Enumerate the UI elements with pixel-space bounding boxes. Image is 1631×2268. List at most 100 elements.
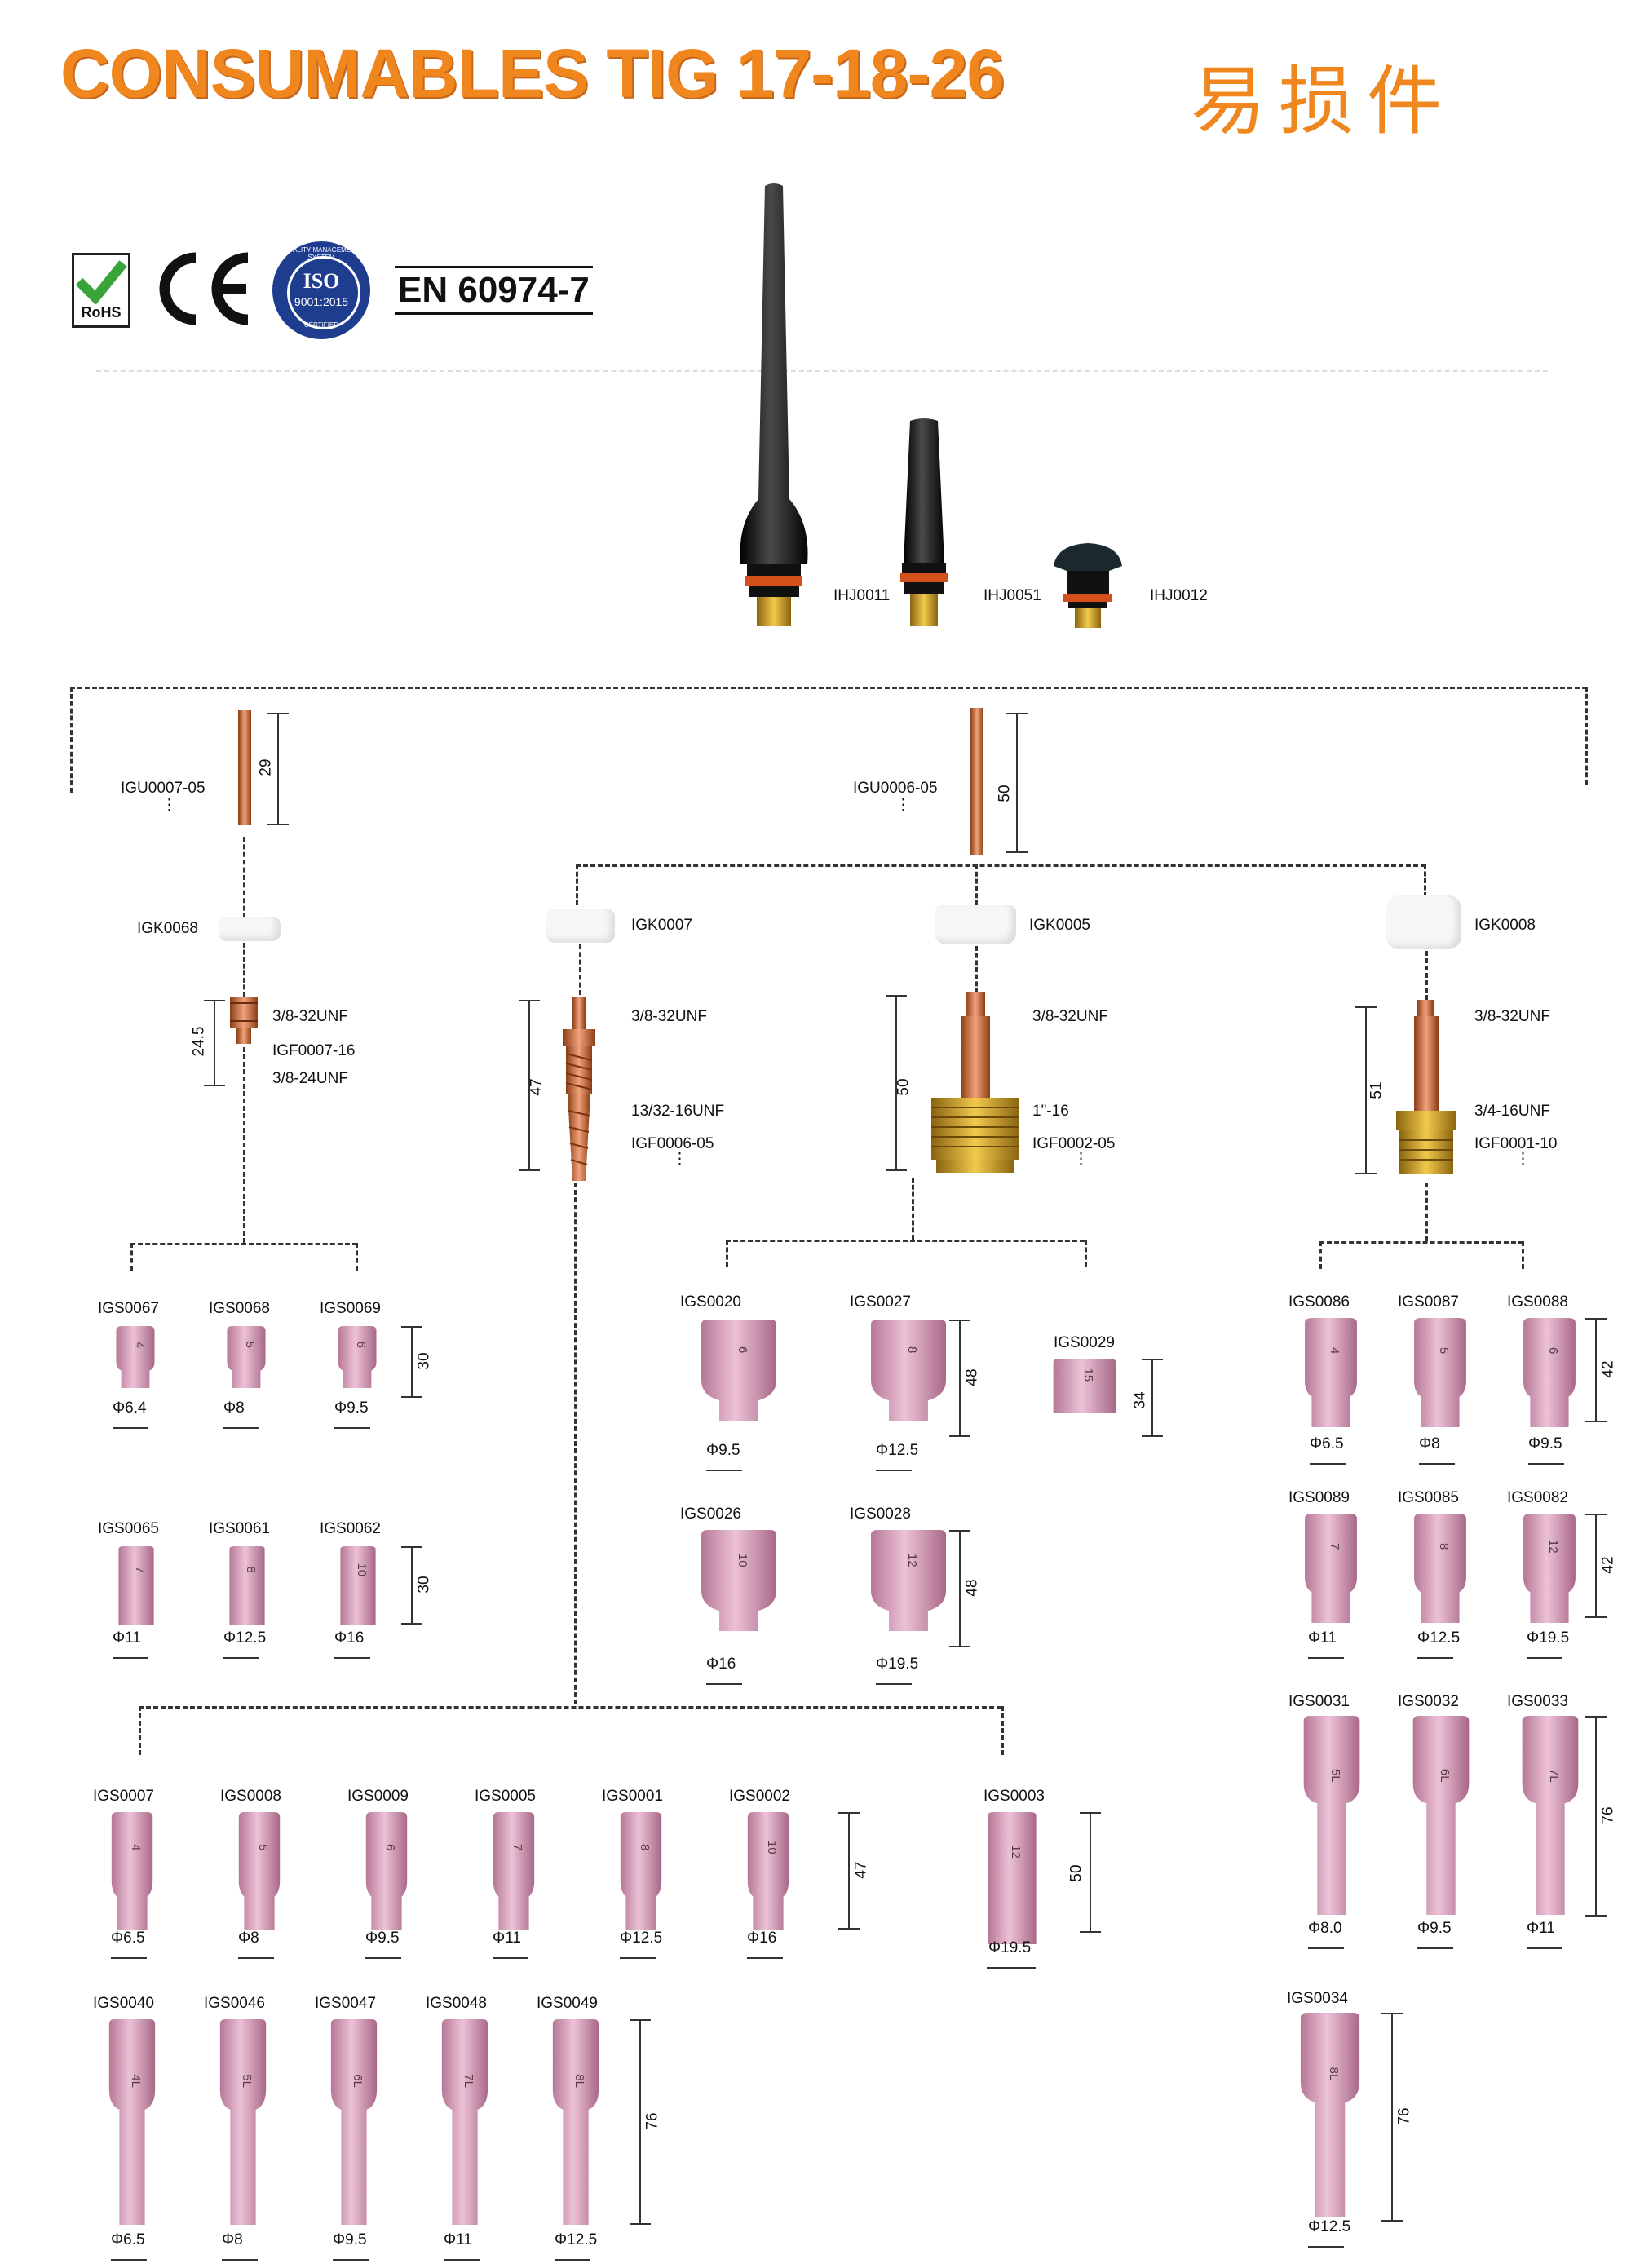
nozzle-size-mark: 4 [129,1844,143,1850]
nozzle-diameter: Φ6.5 [111,1930,145,1947]
dimension-ruler [630,2019,651,2225]
nozzle-size-mark: 5L [240,2074,254,2088]
tree-line [975,864,978,905]
nozzle-code: IGS0088 [1507,1293,1568,1311]
nozzle-shape: 4 [1305,1318,1357,1427]
dimension-ruler [1585,1514,1607,1618]
dimension-ruler [1585,1318,1607,1422]
collet-body [563,997,595,1181]
nozzle-code: IGS0034 [1287,1990,1348,2007]
diameter-marker [876,1470,912,1471]
nozzle-size-mark: 7 [133,1567,147,1573]
nozzle-diameter: Φ12.5 [620,1930,663,1947]
nozzle-diameter: Φ6.4 [113,1399,147,1417]
insulator-code: IGK0005 [1029,917,1090,934]
dimension-ruler [204,1000,225,1086]
nozzle-length: 30 [415,1352,433,1370]
nozzle-size-mark: 5 [243,1342,257,1348]
nozzle-diameter: Φ8 [238,1930,259,1947]
tree-line [576,864,1425,867]
nozzle-code: IGS0068 [209,1300,270,1317]
page-title-cn: 易损件 [1191,58,1456,145]
nozzle-shape: 5 [227,1326,266,1388]
body-code: IGF0002-05 [1032,1135,1116,1152]
nozzle-size-mark: 7L [1547,1769,1561,1783]
iso-seal: QUALITY MANAGEMENT SYSTEM ISO 9001:2015 … [272,241,370,339]
nozzle-diameter: Φ12.5 [223,1629,267,1647]
nozzle-length: 42 [1599,1360,1617,1378]
nozzle-code: IGS0069 [320,1300,381,1317]
nozzle-shape: 6 [365,1812,408,1930]
insulator [219,917,281,941]
nozzle-diameter: Φ11 [444,2231,472,2248]
diameter-marker [444,2259,480,2261]
diameter-marker [113,1427,148,1429]
dimension-ruler [1355,1006,1377,1174]
diameter-marker [747,1957,783,1959]
nozzle: 10 [701,1530,776,1631]
nozzle-diameter: Φ9.5 [706,1442,740,1459]
collet-short [238,710,251,825]
nozzle-shape: 12 [1523,1514,1576,1623]
nozzle-code: IGS0027 [850,1293,911,1311]
insulator [1386,895,1461,949]
more-indicator: ⋮ [895,797,911,814]
nozzle-size-mark: 6L [351,2074,365,2088]
dimension-ruler [401,1546,422,1625]
nozzle-diameter: Φ9.5 [1417,1920,1452,1937]
nozzle-shape: 7 [1305,1514,1357,1623]
more-indicator: ⋮ [1515,1151,1531,1168]
rohs-logo: RoHS [72,253,130,328]
thread-top: 3/8-32UNF [631,1008,707,1025]
tree-line [1585,687,1588,785]
nozzle-code: IGS0049 [537,1995,598,2012]
nozzle: 5 [235,1812,284,1930]
nozzle-shape: 12 [988,1812,1037,1944]
insulator-code: IGK0008 [1474,917,1536,934]
nozzle: 12 [1518,1514,1580,1623]
diameter-marker [1528,1463,1564,1465]
nozzle-shape: 10 [747,1812,789,1930]
nozzle-length: 30 [415,1576,433,1594]
nozzle: 8 [225,1546,269,1625]
nozzle-shape: 6 [1523,1318,1576,1427]
nozzle-shape: 7 [493,1812,535,1930]
dimension-ruler [1006,713,1028,853]
nozzle: 8 [871,1320,946,1421]
collet-code: IGU0007-05 [121,780,206,797]
iso-text: ISO [303,269,340,293]
nozzle-shape: 6 [701,1320,776,1421]
nozzle: 4 [113,1326,158,1388]
nozzle-size-mark: 5 [256,1844,270,1850]
collet-long [970,708,983,855]
nozzle-code: IGS0031 [1288,1693,1350,1710]
nozzle-diameter: Φ16 [334,1629,365,1647]
nozzle-size-mark: 10 [765,1841,779,1855]
tree-line [1319,1241,1523,1244]
nozzle: 6 [701,1320,776,1421]
nozzle-code: IGS0048 [426,1995,487,2012]
nozzle: 6 [1518,1318,1580,1427]
nozzle-code: IGS0028 [850,1505,911,1523]
standard-label: EN 60974-7 [395,266,593,315]
nozzle: 4 [108,1812,157,1930]
insulator-code: IGK0068 [137,920,198,937]
nozzle-code: IGS0007 [93,1788,154,1805]
diameter-marker [706,1683,742,1685]
nozzle-code: IGS0020 [680,1293,741,1311]
nozzle: 8 [617,1812,665,1930]
thread-bottom: 13/32-16UNF [631,1103,725,1120]
nozzle-size-mark: 8 [244,1567,258,1573]
nozzle-length: 76 [1599,1806,1617,1824]
nozzle-size-mark: 8L [1327,2067,1341,2081]
collet-length: 50 [996,785,1014,802]
tree-line [574,1183,577,1704]
nozzle-shape: 15 [1053,1359,1116,1413]
tree-line [139,1706,1001,1709]
nozzle-diameter: Φ19.5 [1527,1629,1570,1647]
nozzle-shape: 12 [871,1530,946,1631]
tree-line [1522,1241,1524,1269]
nozzle-code: IGS0040 [93,1995,154,2012]
nozzle-diameter: Φ9.5 [333,2231,367,2248]
nozzle-length: 76 [643,2112,661,2130]
